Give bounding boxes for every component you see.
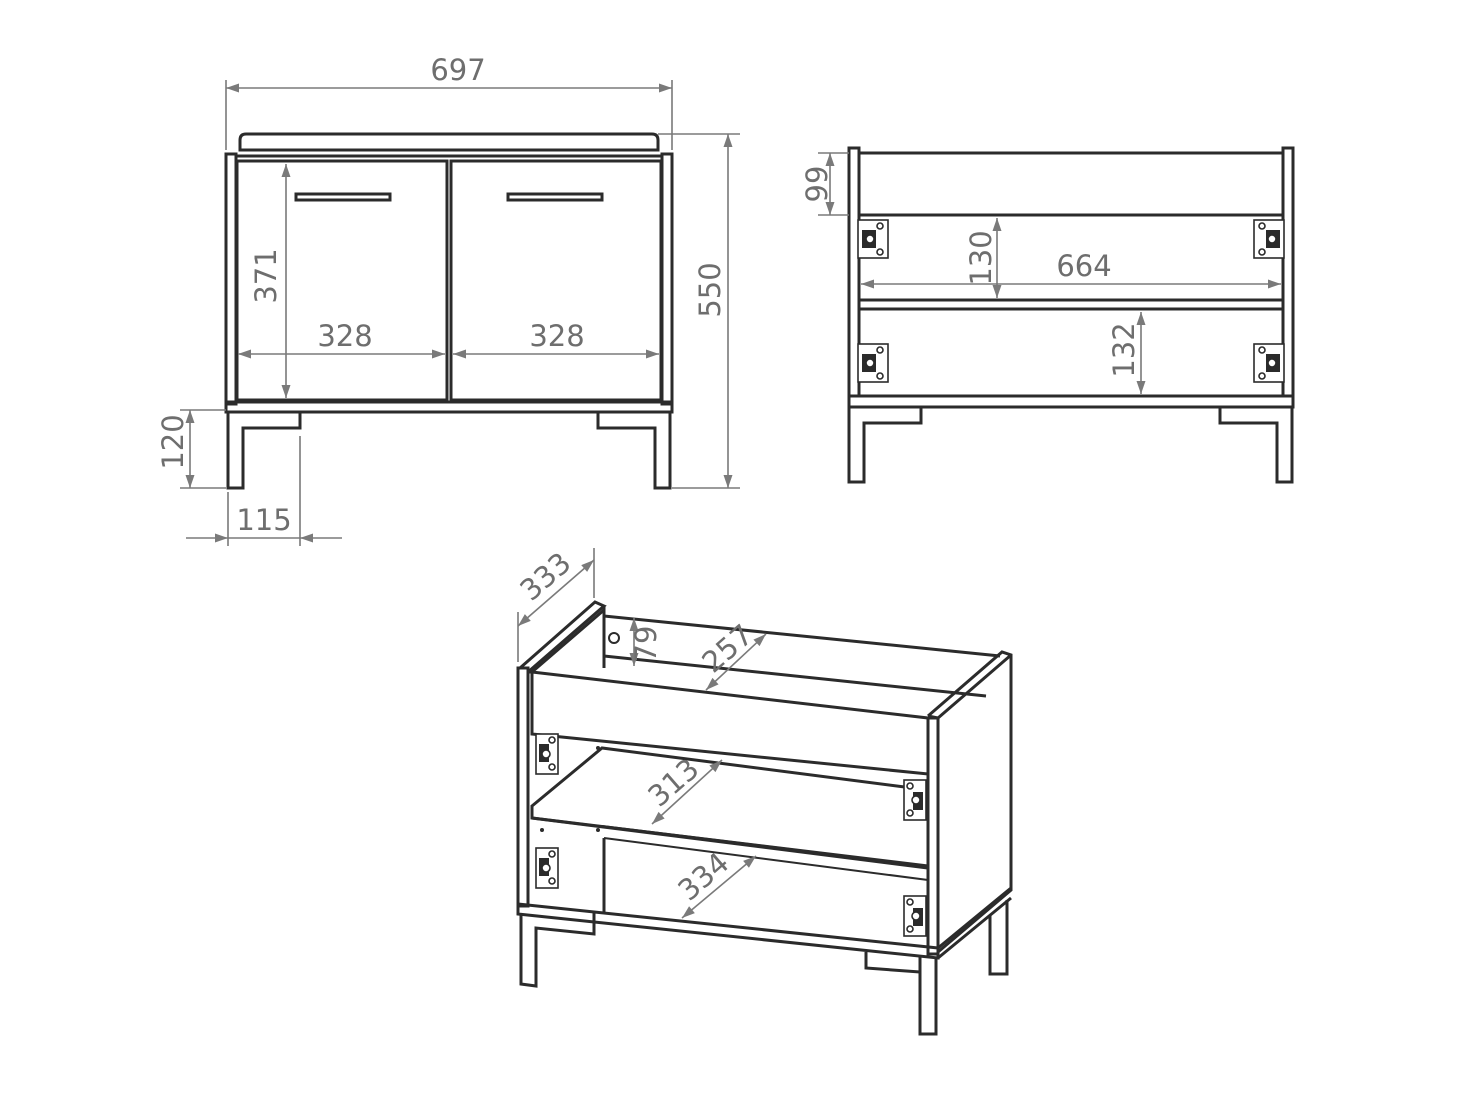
iso-top-back-rail-2 [603, 654, 987, 698]
dimension-arrowhead [432, 349, 445, 359]
front-left-side [224, 152, 238, 406]
iso-top-back-rail [531, 608, 605, 674]
dimension-arrowhead [682, 906, 695, 918]
right-door [449, 159, 663, 402]
dimension-arrowhead [629, 618, 639, 631]
dimension-arrowhead [723, 475, 733, 488]
hinge-icon [903, 779, 927, 821]
dimension-lines [180, 80, 1281, 919]
dimension-arrowhead [1136, 381, 1146, 394]
hinge-icon [857, 343, 889, 383]
dimension-arrowhead [281, 385, 291, 398]
dim-line-iso-bottom [681, 855, 757, 919]
dim-line-iso-depth [517, 559, 595, 627]
iso-top-back-line [603, 614, 1001, 658]
dimension-arrowhead [629, 653, 639, 666]
hinge-icon [1253, 343, 1285, 383]
iso-front-left-side [516, 666, 530, 908]
iso-shelf [530, 746, 930, 870]
front-left-leg [226, 412, 302, 490]
open-shelf [857, 298, 1285, 311]
dimension-arrowhead [215, 533, 228, 543]
iso-cam-hole [608, 632, 620, 644]
dim-leg-offset: 115 [236, 503, 291, 537]
iso-back-left-side [519, 600, 607, 674]
dim-door-left-width: 328 [317, 319, 372, 353]
left-door-handle [294, 192, 392, 202]
dimension-arrowhead [453, 349, 466, 359]
open-left-leg [847, 407, 923, 484]
isometric-view [516, 600, 1013, 1036]
open-base-plate [847, 394, 1295, 409]
dimension-labels: 697 550 371 328 328 120 115 99 130 664 1… [156, 53, 1141, 907]
hinge-icon [535, 733, 559, 775]
dimension-arrowhead [992, 285, 1002, 298]
dimension-arrowhead [185, 410, 195, 423]
dimension-arrowhead [281, 164, 291, 177]
front-top-board [238, 132, 660, 152]
dimension-arrowhead [185, 475, 195, 488]
dimension-arrowhead [992, 218, 1002, 231]
dim-door-right-width: 328 [529, 319, 584, 353]
open-front-view [847, 146, 1295, 484]
iso-right-side-top [937, 653, 1012, 720]
dim-open-lower-compartment: 132 [1107, 322, 1141, 377]
dim-door-height: 371 [249, 248, 283, 303]
dimension-arrowhead [581, 560, 594, 572]
front-right-leg [596, 412, 672, 490]
dimension-arrowhead [238, 349, 251, 359]
hinge-icon [535, 847, 559, 889]
iso-front-right-leg [918, 956, 938, 1036]
dimension-arrowhead [706, 677, 719, 690]
dimension-arrowhead [861, 279, 874, 289]
left-door [235, 159, 449, 402]
dimension-arrowhead [743, 856, 756, 868]
dimension-arrowhead [723, 134, 733, 147]
open-right-leg [1218, 407, 1294, 484]
dimension-arrowhead [1136, 312, 1146, 325]
dimension-arrowhead [300, 533, 313, 543]
iso-back-right-leg [988, 900, 1009, 976]
iso-top-front-panel [528, 670, 930, 776]
dim-front-width: 697 [430, 53, 485, 87]
dimension-arrowhead [646, 349, 659, 359]
dim-front-height: 550 [693, 262, 727, 317]
dimension-arrowhead [1268, 279, 1281, 289]
front-right-side [660, 152, 674, 406]
dim-open-top-gap: 99 [800, 166, 834, 203]
dimension-arrowhead [652, 811, 665, 824]
dim-open-inner-width: 664 [1056, 249, 1111, 283]
front-base-plate [224, 400, 674, 414]
dim-leg-height: 120 [156, 414, 190, 469]
iso-base-plate [516, 902, 940, 960]
hinge-icon [903, 895, 927, 937]
dimension-arrowhead [825, 202, 835, 215]
dimension-arrowhead [659, 83, 672, 93]
dimension-arrowhead [518, 614, 531, 626]
iso-base-right-2 [937, 896, 1012, 960]
dim-line-iso-shelf [651, 759, 723, 825]
iso-bottom-back-line [603, 837, 929, 881]
dim-iso-top-gap: 79 [629, 626, 663, 663]
right-door-handle [506, 192, 604, 202]
iso-front-left-leg [519, 914, 596, 988]
iso-base-right [937, 886, 1012, 950]
dimension-arrowhead [825, 153, 835, 166]
dimension-arrowhead [753, 634, 766, 647]
dim-open-upper-compartment: 130 [964, 230, 998, 285]
iso-back-leg-bracket [864, 952, 921, 974]
iso-shelf-underside [601, 825, 929, 867]
dimension-arrowhead [226, 83, 239, 93]
front-view [224, 132, 674, 490]
dim-line-iso-top-depth [705, 633, 767, 691]
hinge-icon [857, 219, 889, 259]
dim-iso-depth: 333 [513, 545, 577, 607]
hinge-icon [1253, 219, 1285, 259]
dimension-arrowhead [709, 760, 722, 773]
